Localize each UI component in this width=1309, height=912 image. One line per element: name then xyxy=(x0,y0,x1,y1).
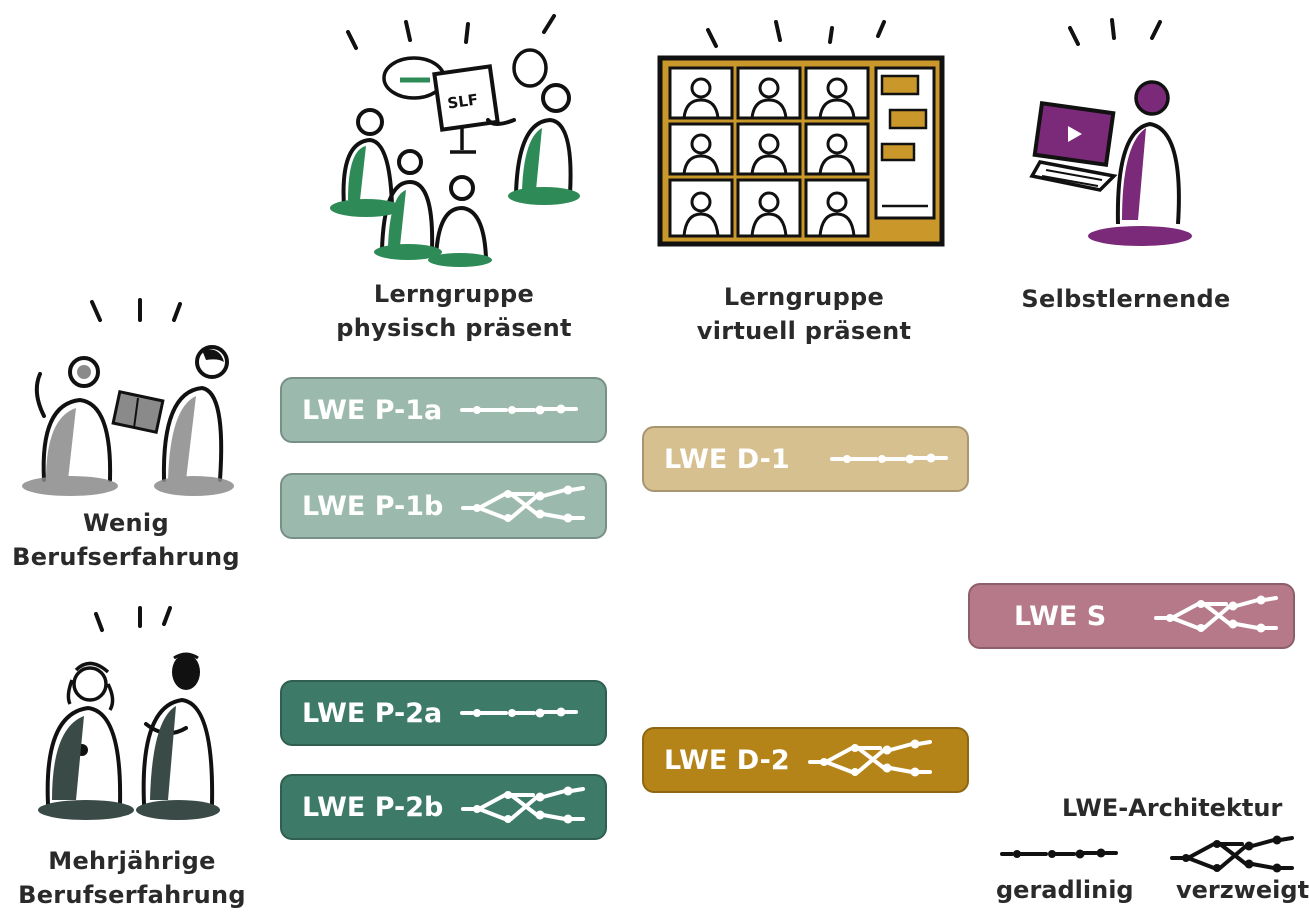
legend-linear-icon xyxy=(1000,846,1118,861)
lwe-box: LWE D-2 xyxy=(642,727,969,793)
lwe-box-label: LWE D-1 xyxy=(664,443,790,475)
lwe-box: LWE P-1a xyxy=(280,377,607,443)
linear-architecture-icon xyxy=(460,402,579,417)
branched-architecture-icon xyxy=(461,483,586,525)
svg-text:SLF: SLF xyxy=(446,90,479,112)
lwe-box-label: LWE D-2 xyxy=(664,744,790,776)
legend-linear-label: geradlinig xyxy=(996,876,1134,904)
self-learner-illustration xyxy=(1029,18,1192,246)
novice-illustration xyxy=(22,298,234,496)
lwe-box: LWE P-2a xyxy=(280,680,607,746)
column-label-self-learner: Selbstlernende xyxy=(1021,285,1231,313)
lwe-box-label: LWE P-1b xyxy=(302,490,444,522)
branched-architecture-icon xyxy=(461,784,586,826)
lwe-box-label: LWE P-2b xyxy=(302,791,444,823)
legend-branched-label: verzweigt xyxy=(1176,876,1309,904)
lwe-box-label: LWE P-1a xyxy=(302,394,443,426)
lwe-box: LWE S xyxy=(968,583,1295,649)
lwe-box-label: LWE P-2a xyxy=(302,697,443,729)
legend-title: LWE-Architektur xyxy=(1062,794,1283,822)
linear-architecture-icon xyxy=(829,451,948,466)
lwe-box: LWE D-1 xyxy=(642,426,969,492)
branched-architecture-icon xyxy=(807,737,932,779)
lwe-box: LWE P-2b xyxy=(280,774,607,840)
branched-architecture-icon xyxy=(1154,593,1279,635)
linear-architecture-icon xyxy=(460,705,579,720)
experienced-illustration xyxy=(38,606,220,820)
legend-branched-icon xyxy=(1170,833,1294,875)
virtual-group-illustration xyxy=(657,20,945,247)
physical-group-illustration: SLF xyxy=(330,14,580,267)
lwe-box: LWE P-1b xyxy=(280,473,607,539)
lwe-box-label: LWE S xyxy=(1014,600,1107,632)
